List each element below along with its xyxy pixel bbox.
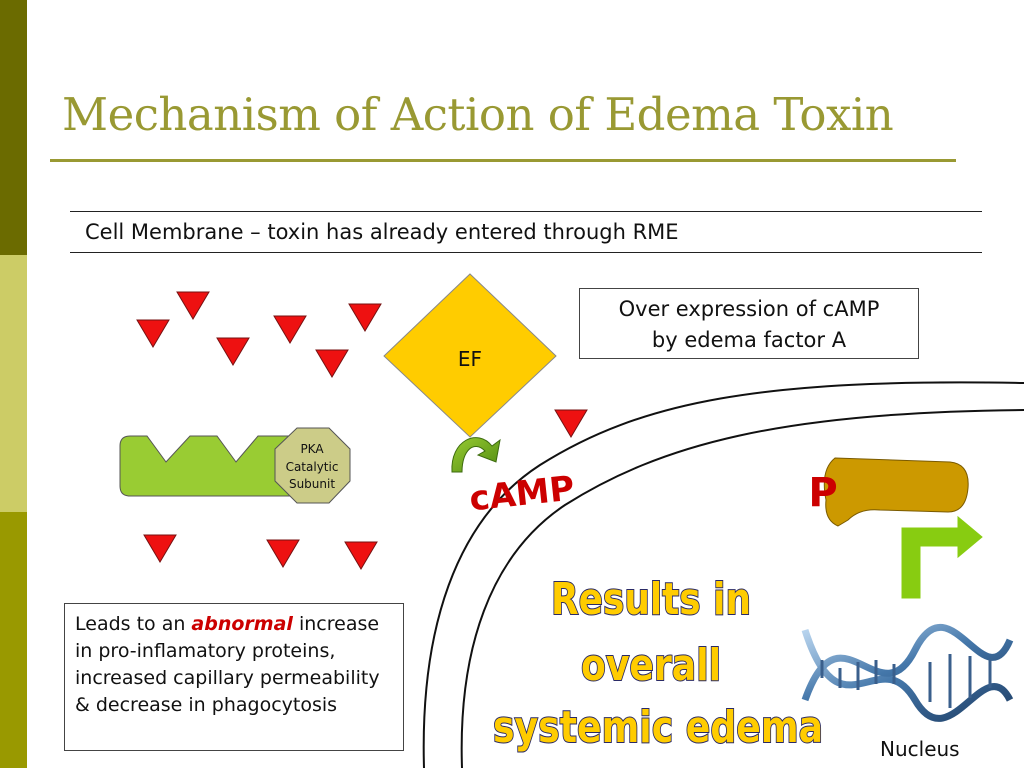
nucleus-label: Nucleus (880, 737, 960, 761)
dna-helix-icon (801, 623, 1014, 722)
camp-box-line1: Over expression of cAMP (618, 297, 880, 321)
camp-box-line2: by edema factor A (651, 328, 847, 352)
curved-arrow-icon (451, 437, 501, 473)
pka-regulatory-bar (119, 435, 291, 497)
results-line-1: Results in (551, 574, 751, 625)
pka-label-line1: PKA (300, 442, 324, 456)
camp-triangle (216, 337, 250, 366)
leads-text-before: Leads to an (75, 613, 192, 635)
camp-label: cAMP (467, 469, 576, 520)
pka-label-line3: Subunit (289, 477, 335, 491)
pka-catalytic-octagon (274, 427, 351, 504)
camp-triangle (348, 303, 382, 332)
results-line-3: systemic edema (493, 702, 823, 753)
sidebar-band-middle (0, 255, 27, 512)
ef-label: EF (458, 347, 482, 371)
bent-arrow-icon (901, 515, 983, 599)
camp-triangle (266, 539, 300, 568)
camp-triangle (176, 291, 210, 320)
sidebar-band-bottom (0, 512, 27, 768)
membrane-line-bottom (70, 252, 982, 253)
results-line-2: overall (581, 640, 721, 691)
nuclear-envelope-inner (460, 409, 1024, 768)
camp-triangle (315, 349, 349, 378)
camp-overexpression-box: Over expression of cAMP by edema factor … (579, 288, 919, 359)
phosphate-label: P (808, 470, 837, 516)
camp-triangle (344, 541, 378, 570)
pka-label-line2: Catalytic (286, 460, 339, 474)
membrane-line-top (70, 211, 982, 212)
phosphate-shape (823, 457, 969, 527)
nuclear-envelope-outer (422, 381, 1024, 768)
membrane-label: Cell Membrane – toxin has already entere… (85, 220, 679, 244)
camp-triangle (143, 534, 177, 563)
camp-triangle (273, 315, 307, 344)
slide-title: Mechanism of Action of Edema Toxin (62, 88, 894, 141)
leads-to-box: Leads to an abnormal increase in pro-inf… (64, 603, 404, 751)
camp-triangle (136, 319, 170, 348)
leads-text-emphasis: abnormal (191, 613, 293, 635)
leads-text-after: increase in pro-inflamatory proteins, in… (75, 613, 380, 716)
sidebar-band-top (0, 0, 27, 255)
ef-diamond (383, 273, 557, 438)
camp-triangle (554, 409, 588, 438)
title-underline (50, 159, 956, 162)
